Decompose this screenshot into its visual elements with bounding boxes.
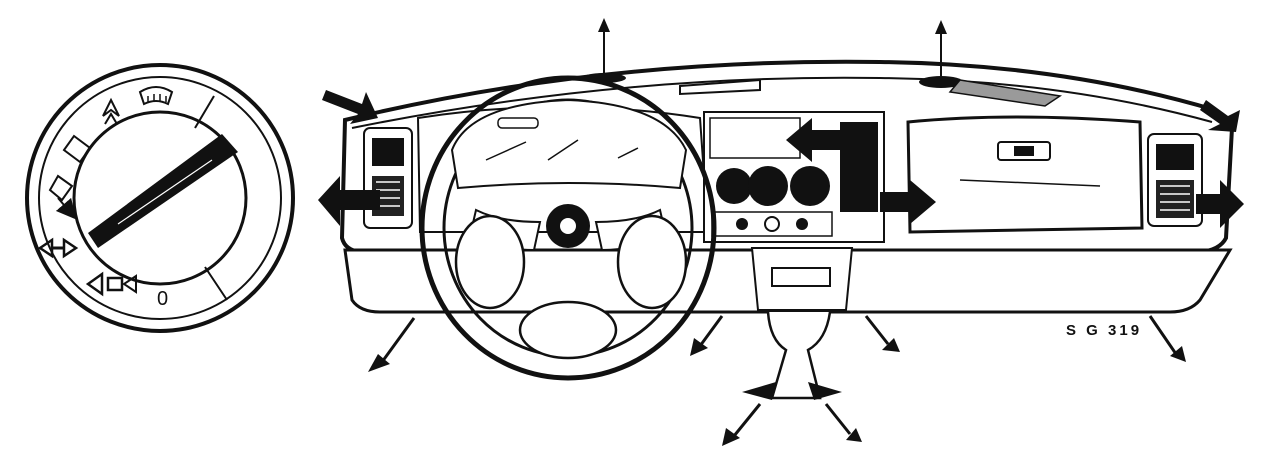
floor-arrow-icon [1148, 315, 1178, 355]
floor-arrow-icon [380, 317, 416, 363]
airflow-control-knob: 0 [25, 63, 295, 333]
up-and-floor-icon [48, 174, 77, 220]
lower-console [742, 247, 854, 400]
off-position-label: 0 [157, 288, 168, 310]
floor-arrow-icon [864, 315, 890, 345]
steering-wheel [419, 75, 717, 381]
floor-arrow-icon [824, 403, 852, 435]
center-right-vent-arrow-icon [880, 180, 936, 224]
figure-reference-code: S G 319 [1066, 322, 1143, 339]
floor-and-face-icon [37, 237, 79, 259]
face-level-icon [85, 271, 137, 297]
left-lower-vent-arrow-icon [318, 176, 380, 226]
left-upper-vent-arrow-icon [322, 90, 378, 124]
right-upper-vent-arrow-icon [1200, 100, 1240, 132]
up-arrow-icon [935, 20, 947, 76]
right-lower-vent-arrow-icon [1196, 180, 1244, 228]
glovebox [906, 115, 1144, 234]
center-left-vent-arrow-icon [786, 118, 846, 162]
up-vent-icon [62, 134, 92, 164]
floor-arrow-icon [698, 315, 724, 347]
center-console [703, 111, 885, 243]
right-side-vent [1147, 133, 1203, 227]
airflow-arrows [318, 18, 1244, 446]
floor-arrow-icon [732, 403, 762, 437]
up-arrow-icon [598, 18, 610, 74]
defrost-up-icon [102, 97, 120, 125]
left-side-vent [363, 127, 413, 229]
windscreen-defrost-icon [138, 86, 174, 106]
